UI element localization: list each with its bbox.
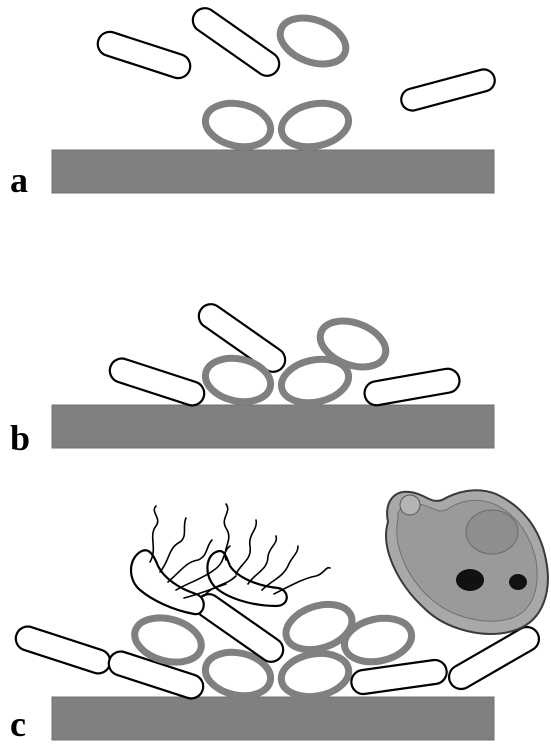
- coccus-cell: [201, 98, 274, 153]
- substrate-surface: [52, 405, 494, 448]
- panel-label-b: b: [10, 420, 30, 456]
- coccus-cell: [277, 97, 352, 152]
- rod-bacterium: [95, 29, 194, 81]
- panel-c: [13, 490, 548, 740]
- yeast-cell-micrograph: [386, 490, 548, 634]
- coccus-cell: [314, 313, 392, 376]
- panel-a: [52, 3, 497, 193]
- rod-bacterium: [188, 3, 284, 80]
- panel-b: [52, 299, 494, 448]
- coccus-cell: [278, 648, 352, 701]
- panel-label-c: c: [10, 706, 26, 742]
- rod-bacterium: [107, 355, 208, 408]
- rod-bacterium: [399, 67, 497, 113]
- panel-label-a: a: [10, 162, 28, 198]
- rod-bacterium: [13, 623, 114, 676]
- substrate-surface: [52, 150, 494, 193]
- coccus-cell: [274, 10, 352, 73]
- rod-bacterium: [363, 367, 462, 407]
- substrate-surface: [52, 697, 494, 740]
- coccus-cell: [277, 353, 352, 408]
